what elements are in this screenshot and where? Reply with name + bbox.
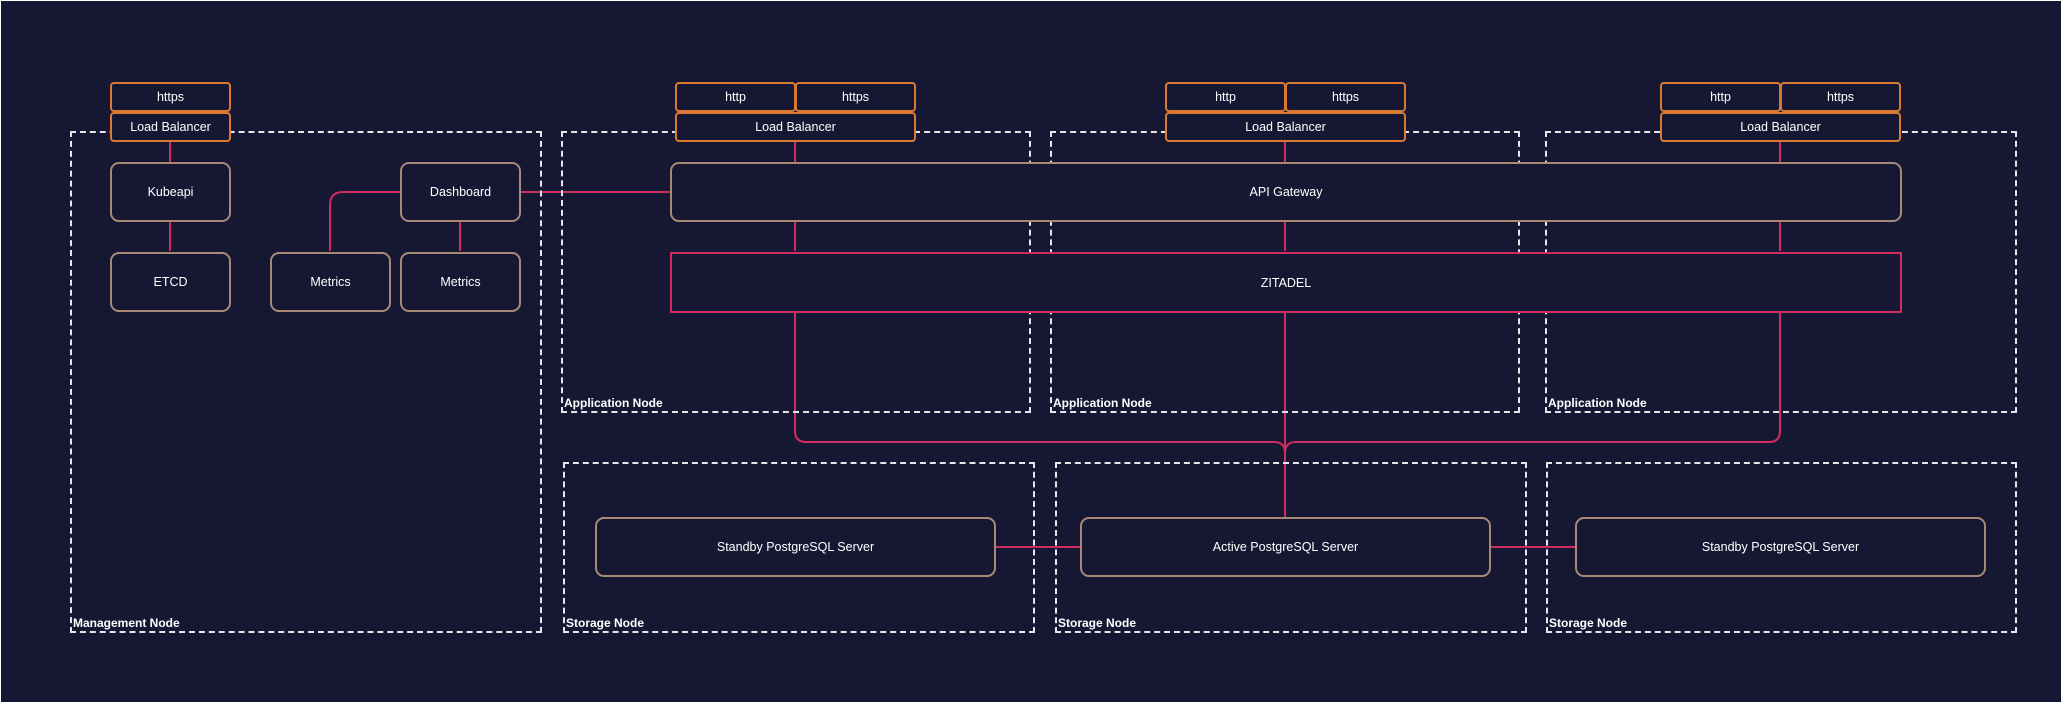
app-1-https-endpoint: https xyxy=(795,82,916,112)
app-3-https-endpoint: https xyxy=(1780,82,1901,112)
management-node-zone: Management Node xyxy=(70,131,542,633)
management-load-balancer: Load Balancer xyxy=(110,112,231,142)
dashboard-box: Dashboard xyxy=(400,162,521,222)
app-2-http-endpoint: http xyxy=(1165,82,1286,112)
app-2-https-endpoint: https xyxy=(1285,82,1406,112)
app-1-load-balancer: Load Balancer xyxy=(675,112,916,142)
link-dashboard-metrics-1 xyxy=(329,191,400,251)
app-3-load-balancer: Load Balancer xyxy=(1660,112,1901,142)
api-gateway-box: API Gateway xyxy=(670,162,1902,222)
zone-label-storage-3: Storage Node xyxy=(1549,616,1628,630)
management-https-endpoint: https xyxy=(110,82,231,112)
zitadel-box: ZITADEL xyxy=(670,252,1902,313)
link-zitadel-1-db xyxy=(794,312,1286,454)
storage-node-zone-1: Storage Node xyxy=(563,462,1035,633)
standby-postgresql-server-2: Standby PostgreSQL Server xyxy=(1575,517,1986,577)
zone-label-application-3: Application Node xyxy=(1548,396,1647,410)
zone-label-management: Management Node xyxy=(73,616,180,630)
app-2-load-balancer: Load Balancer xyxy=(1165,112,1406,142)
metrics-box-2: Metrics xyxy=(400,252,521,312)
zone-label-storage-2: Storage Node xyxy=(1058,616,1137,630)
kubeapi-box: Kubeapi xyxy=(110,162,231,222)
etcd-box: ETCD xyxy=(110,252,231,312)
storage-node-zone-3: Storage Node xyxy=(1546,462,2017,633)
link-zitadel-3-db xyxy=(1284,312,1781,454)
metrics-box-1: Metrics xyxy=(270,252,391,312)
app-1-http-endpoint: http xyxy=(675,82,796,112)
storage-node-zone-2: Storage Node xyxy=(1055,462,1527,633)
app-3-http-endpoint: http xyxy=(1660,82,1781,112)
active-postgresql-server: Active PostgreSQL Server xyxy=(1080,517,1491,577)
zone-label-application-2: Application Node xyxy=(1053,396,1152,410)
standby-postgresql-server-1: Standby PostgreSQL Server xyxy=(595,517,996,577)
zone-label-storage-1: Storage Node xyxy=(566,616,645,630)
zone-label-application-1: Application Node xyxy=(564,396,663,410)
